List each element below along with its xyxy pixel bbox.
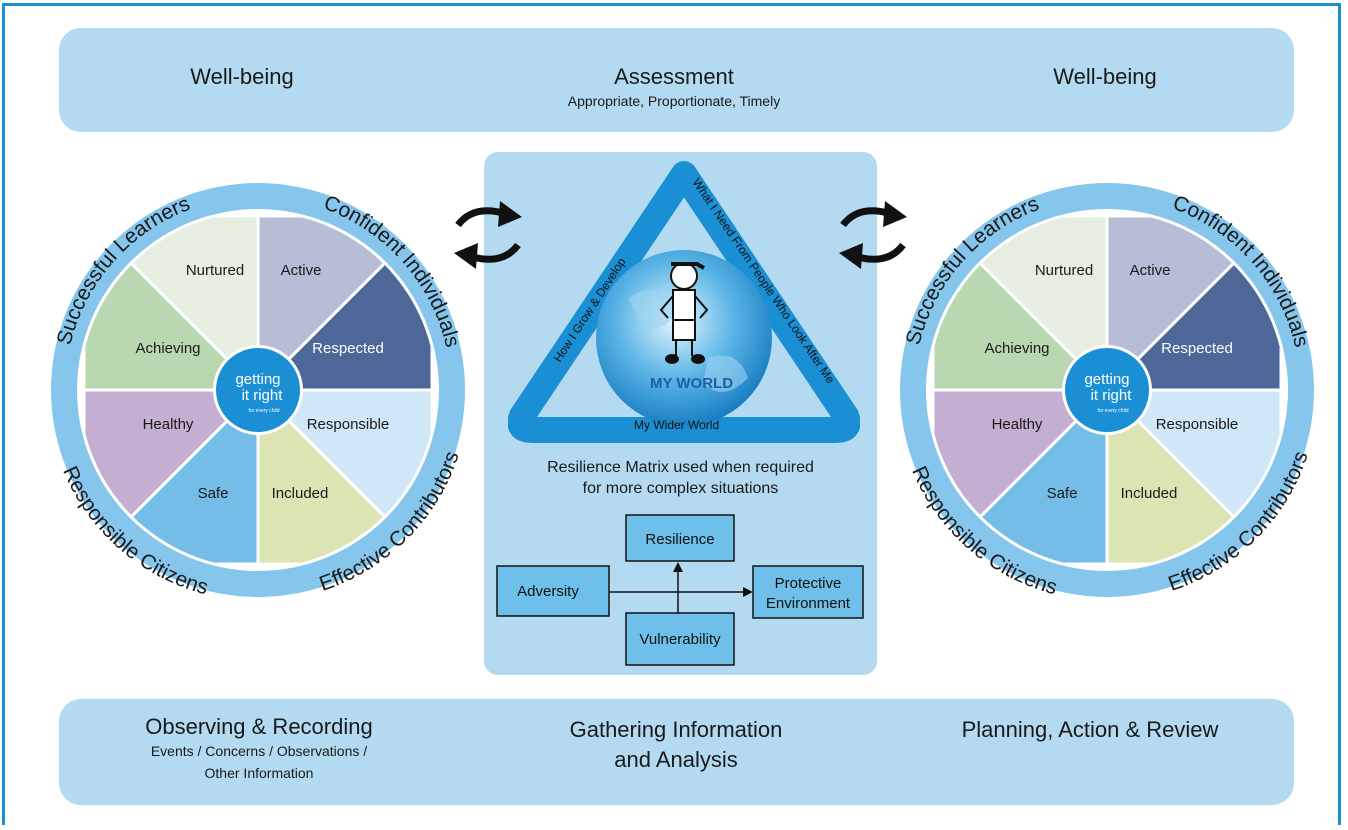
wheel-label-safe: Safe: [1047, 485, 1078, 502]
my-world-label: MY WORLD: [650, 375, 733, 392]
logo-line2: it right: [242, 387, 284, 404]
environment-label: Environment: [766, 595, 851, 612]
wheel-label-achieving: Achieving: [135, 340, 200, 357]
wheel-label-respected: Respected: [312, 340, 384, 357]
top-band: [59, 28, 1294, 132]
resilience-matrix: Resilience Adversity Protective Environm…: [496, 514, 864, 666]
wheel-label-included: Included: [1121, 485, 1178, 502]
resilience-box: [625, 514, 735, 562]
adversity-box: [496, 565, 610, 617]
arrow-up-icon: [673, 562, 683, 572]
wheel-label-active: Active: [281, 262, 322, 279]
observing-recording-sub1: Events / Concerns / Observations /: [150, 743, 368, 759]
gathering-information-line2: and Analysis: [614, 747, 738, 772]
planning-action-review: Planning, Action & Review: [961, 717, 1219, 742]
top-right-wellbeing: Well-being: [1053, 64, 1157, 89]
wheel-label-nurtured: Nurtured: [186, 262, 244, 279]
getting-it-right-logo: [216, 348, 300, 432]
logo-line1: getting: [235, 371, 280, 388]
observing-recording-sub2: Other Information: [204, 765, 314, 781]
resilience-label: Resilience: [645, 531, 714, 548]
wheel-label-respected: Respected: [1161, 340, 1233, 357]
logo-line3: for every child: [1097, 408, 1128, 414]
assessment-subtitle: Appropriate, Proportionate, Timely: [567, 93, 781, 109]
cycle-arrows-left-icon: [454, 201, 522, 269]
logo-line3: for every child: [248, 408, 279, 414]
wider-world-label: My Wider World: [634, 418, 719, 432]
triangle-outline: [508, 161, 860, 443]
logo-line2: it right: [1091, 387, 1133, 404]
child-figure-icon: [659, 262, 709, 364]
gathering-information-line1: Gathering Information: [569, 717, 783, 742]
my-world-triangle: MY WORLD My Wider World How I Grow & Dev…: [508, 161, 860, 443]
protective-environment-box: [752, 565, 864, 619]
assessment-title: Assessment: [614, 64, 734, 89]
protective-label: Protective: [775, 575, 842, 592]
observing-recording-title: Observing & Recording: [145, 714, 373, 739]
vulnerability-box: [625, 612, 735, 666]
logo-line1: getting: [1084, 371, 1129, 388]
matrix-caption-line2: for more complex situations: [582, 480, 779, 497]
arrow-right-icon: [743, 587, 753, 597]
wheel-label-active: Active: [1130, 262, 1171, 279]
wheel-label-achieving: Achieving: [984, 340, 1049, 357]
wheel-label-nurtured: Nurtured: [1035, 262, 1093, 279]
bottom-band: [59, 699, 1294, 805]
cycle-arrows-right-icon: [839, 201, 907, 269]
wheel-label-healthy: Healthy: [992, 416, 1043, 433]
top-left-wellbeing: Well-being: [190, 64, 294, 89]
vulnerability-label: Vulnerability: [639, 631, 721, 648]
wheel-label-responsible: Responsible: [307, 416, 390, 433]
adversity-label: Adversity: [517, 583, 579, 600]
matrix-caption-line1: Resilience Matrix used when required: [547, 459, 814, 476]
wheel-label-responsible: Responsible: [1156, 416, 1239, 433]
outer-frame: [2, 3, 1341, 825]
wheel-label-included: Included: [272, 485, 329, 502]
wheel-label-safe: Safe: [198, 485, 229, 502]
getting-it-right-logo: [1065, 348, 1149, 432]
wheel-label-healthy: Healthy: [143, 416, 194, 433]
